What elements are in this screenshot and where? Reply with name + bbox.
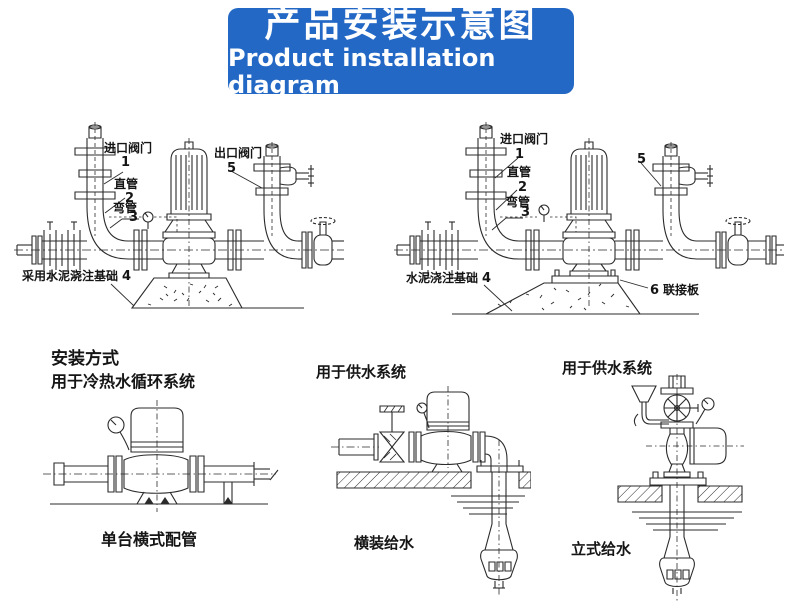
system-label-middle: 用于供水系统 [316, 363, 407, 381]
pressure-gauge [417, 403, 429, 428]
outlet-riser [653, 142, 713, 259]
label-foundation-right: 水泥浇注基础 4 [406, 272, 491, 285]
installation-method-heading: 安装方式 [51, 349, 119, 369]
pump-unit [646, 428, 744, 477]
concrete-foundation [452, 283, 699, 314]
label-elbow-pipe-right: 弯管 [506, 195, 531, 209]
label-num1-left: 1 [121, 155, 131, 170]
drop-pipe [492, 440, 506, 596]
discharge-pipe [190, 456, 278, 504]
label-straight-pipe-left: 直管 [114, 177, 139, 191]
floor-slab [337, 460, 531, 488]
label-num5-right: 5 [637, 152, 647, 167]
flexible-joint [42, 222, 87, 278]
vertical-water-supply-diagram [594, 374, 786, 606]
page-title: 产品安装示意图 [264, 3, 538, 45]
globe-valve [697, 218, 784, 269]
label-num4-left: 4 [122, 269, 132, 284]
handwheel-valve [661, 395, 698, 428]
suction-pipe [54, 456, 122, 492]
label-num5-left: 5 [227, 161, 237, 176]
page-subtitle: Product installation diagram [228, 44, 496, 99]
label-elbow-pipe-left: 弯管 [113, 201, 138, 215]
pump-unit [563, 138, 615, 308]
left-pipe-stub [397, 236, 420, 264]
elbow-down [485, 436, 507, 472]
label-foundation-text-right: 水泥浇注基础 [406, 271, 479, 285]
top-pipe-stub [661, 376, 693, 394]
water-surface-lines [632, 512, 742, 530]
system-label-left: 用于冷热水循环系统 [51, 372, 196, 391]
suction-pipe [339, 434, 378, 460]
leader-lines [484, 158, 661, 311]
foot-strainer [481, 524, 518, 588]
outlet-riser [254, 142, 314, 259]
concrete-foundation [132, 278, 304, 308]
left-pipe-stub [17, 236, 42, 264]
pump-installation-diagram-left [14, 118, 346, 340]
label-foundation-left: 采用水泥浇注基础 4 [22, 270, 131, 283]
pump-unit [124, 400, 188, 512]
flexible-joint [420, 222, 478, 278]
pump-installation-diagram-right [394, 118, 786, 340]
inlet-riser [75, 122, 128, 259]
label-num2-right: 2 [518, 180, 528, 195]
title-banner: 产品安装示意图 Product installation diagram [228, 4, 574, 98]
pressure-gauge [108, 417, 129, 450]
label-num6: 6 [650, 283, 660, 298]
label-foundation-text-left: 采用水泥浇注基础 [22, 269, 119, 283]
pump-unit [421, 386, 471, 472]
system-label-right: 用于供水系统 [562, 359, 653, 377]
foot-strainer [660, 537, 695, 594]
label-num4-right: 4 [482, 271, 492, 286]
label-outlet-valve-left: 出口阀门 [214, 146, 263, 160]
label-inlet-valve-right: 进口阀门 [500, 132, 549, 146]
label-num3-right: 3 [521, 205, 531, 220]
pressure-gauge [109, 212, 177, 232]
label-num2-left: 2 [125, 191, 135, 206]
caption-single-horizontal-piping: 单台横式配管 [101, 530, 198, 549]
label-connection-plate-text: 联接板 [663, 283, 700, 297]
label-connection-plate: 6 联接板 [650, 284, 699, 297]
pump-unit [163, 138, 215, 306]
priming-funnel [632, 386, 669, 426]
label-num3-left: 3 [129, 210, 139, 225]
pressure-gauge [696, 398, 714, 424]
drop-pipe [670, 485, 684, 537]
globe-valve [298, 218, 344, 269]
floor-slab [618, 486, 742, 502]
gate-valve [380, 406, 404, 462]
mounting-plate [650, 472, 706, 485]
pressure-gauge [500, 205, 576, 232]
single-horizontal-piping-diagram [28, 394, 280, 522]
caption-vertical-water-supply: 立式给水 [571, 540, 632, 558]
water-surface-lines [451, 496, 525, 514]
label-straight-pipe-right: 直管 [507, 165, 532, 179]
leader-lines [104, 171, 262, 306]
label-num1-right: 1 [515, 147, 525, 162]
horizontal-water-supply-diagram [329, 384, 531, 602]
caption-horizontal-water-supply: 横装给水 [354, 534, 415, 552]
inlet-riser [466, 122, 519, 259]
label-inlet-valve-left: 进口阀门 [104, 141, 153, 155]
